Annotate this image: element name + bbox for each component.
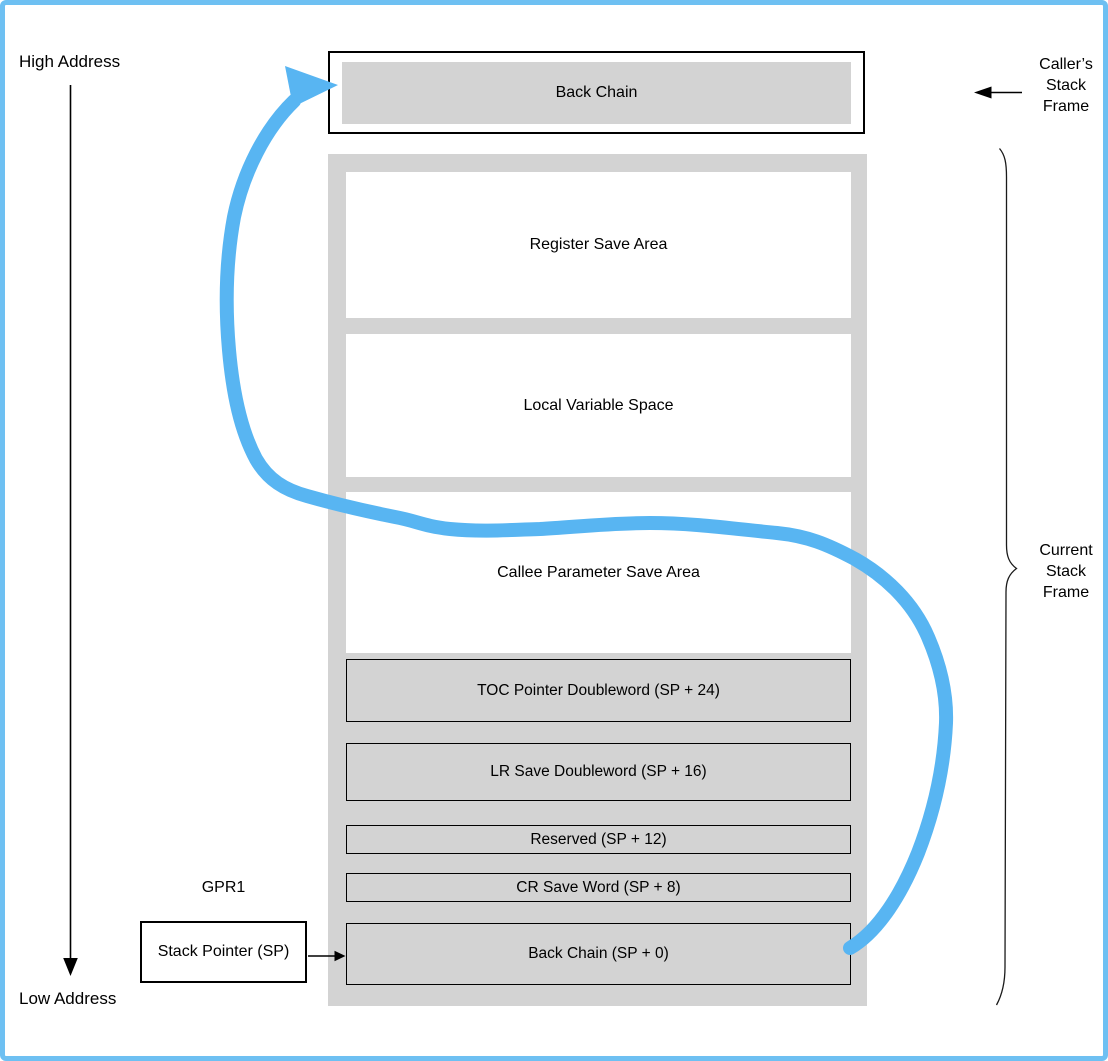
local-variable-space-box: Local Variable Space — [346, 334, 851, 477]
label-line: Frame — [1042, 98, 1090, 115]
caller-back-chain-label: Back Chain — [555, 84, 638, 101]
high-address-label: High Address — [19, 52, 121, 71]
register-save-area-label: Register Save Area — [529, 236, 668, 253]
label-line: Frame — [1042, 584, 1090, 601]
label-line: Caller’s — [1039, 56, 1093, 73]
stack-pointer-box: Stack Pointer (SP) — [140, 921, 307, 983]
stack-pointer-label: Stack Pointer (SP) — [157, 943, 290, 960]
toc-pointer-doubleword-label: TOC Pointer Doubleword (SP + 24) — [477, 681, 720, 699]
lr-save-doubleword-label: LR Save Doubleword (SP + 16) — [490, 763, 707, 780]
caller-back-chain-cell: Back Chain — [342, 62, 851, 124]
lr-save-doubleword-box: LR Save Doubleword (SP + 16) — [346, 743, 851, 801]
callee-parameter-save-area-label: Callee Parameter Save Area — [497, 563, 700, 581]
label-line: Current — [1039, 542, 1093, 559]
reserved-label: Reserved (SP + 12) — [530, 830, 667, 848]
caller-frame-arrow — [974, 86, 1022, 99]
current-frame-brace — [995, 148, 1018, 1006]
callers-stack-frame-label: Caller’s Stack Frame — [1025, 54, 1103, 117]
reserved-box: Reserved (SP + 12) — [346, 825, 851, 854]
back-chain-sp0-box: Back Chain (SP + 0) — [346, 923, 851, 985]
toc-pointer-doubleword-box: TOC Pointer Doubleword (SP + 24) — [346, 659, 851, 722]
current-stack-frame-container: Register Save Area Local Variable Space … — [328, 154, 867, 1006]
gpr1-label: GPR1 — [201, 879, 246, 896]
local-variable-space-label: Local Variable Space — [523, 396, 674, 414]
callee-parameter-save-area-box: Callee Parameter Save Area — [346, 492, 851, 653]
cr-save-word-label: CR Save Word (SP + 8) — [516, 878, 681, 896]
label-line: Stack — [1045, 77, 1086, 94]
current-stack-frame-label: Current Stack Frame — [1025, 540, 1103, 603]
low-address-label: Low Address — [19, 989, 117, 1008]
label-line: Stack — [1045, 563, 1086, 580]
caller-stack-frame-box: Back Chain — [328, 51, 865, 134]
address-direction-arrow — [63, 85, 78, 976]
cr-save-word-box: CR Save Word (SP + 8) — [346, 873, 851, 902]
back-chain-sp0-label: Back Chain (SP + 0) — [528, 945, 669, 962]
register-save-area-box: Register Save Area — [346, 172, 851, 318]
